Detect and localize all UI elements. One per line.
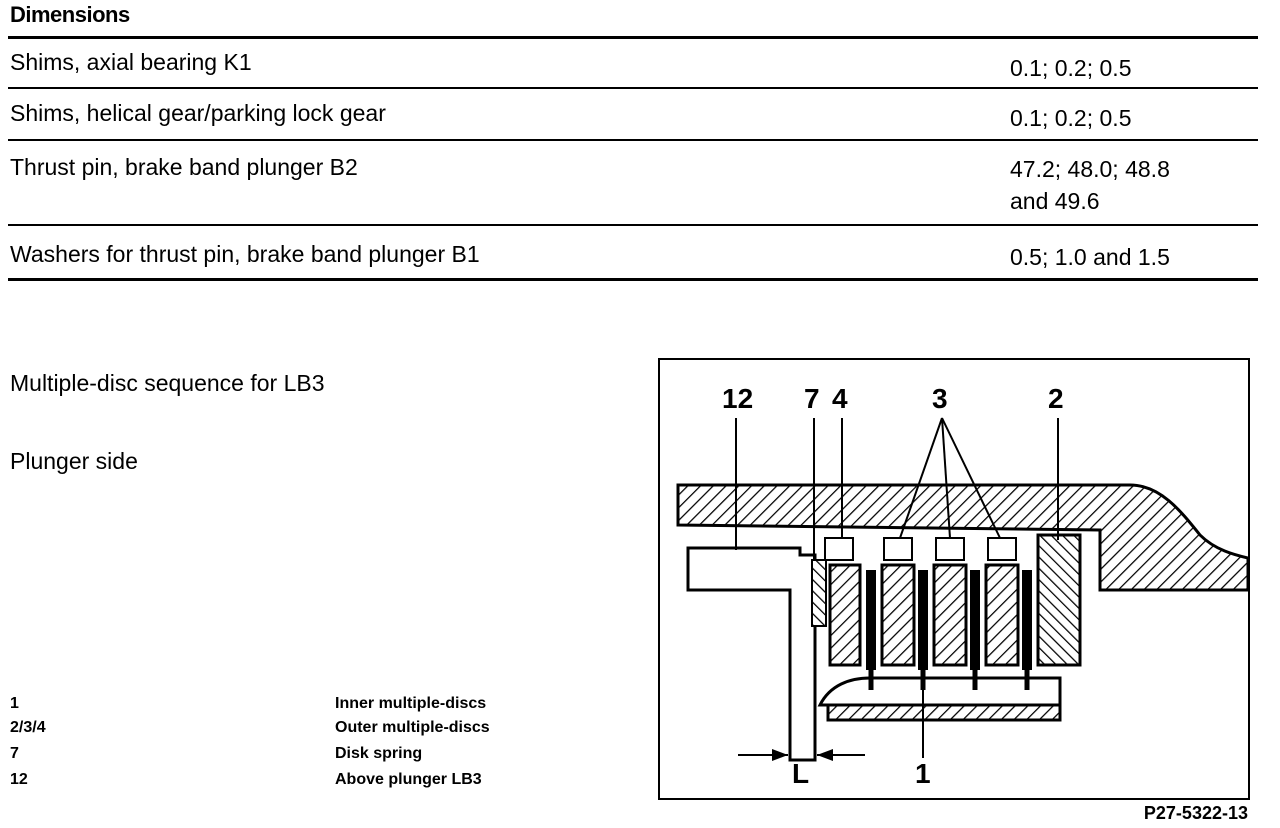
legend-key: 2/3/4 [10,719,46,736]
inner-carrier-hatch [826,703,1062,722]
outer-disc-4 [828,563,862,667]
inner-carrier [817,676,1062,707]
dimension-label: L [792,758,809,789]
disk-spring [811,559,827,627]
legend-label: Disk spring [335,745,423,762]
callout-7: 7 [804,383,820,414]
table-rule [8,139,1258,141]
arrow-left-icon [817,749,833,761]
outer-disc-3c [984,563,1020,667]
disc-pack-diagram: 12 7 4 3 2 1 L [676,383,1250,789]
row-item: Shims, axial bearing K1 [10,49,252,75]
outer-disc-2 [1036,533,1082,667]
legend-label: Inner multiple-discs [335,695,487,712]
row-item: Thrust pin, brake band plunger B2 [10,154,358,180]
disc-tab [824,537,854,561]
row-value: 0.5; 1.0 and 1.5 [1010,244,1170,270]
table-rule [8,36,1258,39]
callout-12: 12 [722,383,753,414]
callout-1: 1 [915,758,931,789]
inner-disc [866,570,876,670]
table-rule [8,87,1258,89]
leader-line [941,417,1001,539]
outer-disc-3b [932,563,968,667]
legend-key: 12 [10,771,28,788]
inner-disc [1022,570,1032,670]
row-item: Shims, helical gear/parking lock gear [10,100,386,126]
leader-line [899,417,943,539]
row-value: 47.2; 48.0; 48.8 [1010,156,1170,182]
callout-3: 3 [932,383,948,414]
dimensions-title: Dimensions [10,2,130,27]
row-item: Washers for thrust pin, brake band plung… [10,241,480,267]
arrow-right-icon [772,749,788,761]
table-rule [8,224,1258,226]
row-value: 0.1; 0.2; 0.5 [1010,55,1132,81]
disc-tab [883,537,913,561]
callout-4: 4 [832,383,848,414]
plunger-side-label: Plunger side [10,448,138,474]
table-rule [8,278,1258,281]
inner-disc [918,570,928,670]
row-value-continued: and 49.6 [1010,188,1100,214]
legend-label: Outer multiple-discs [335,719,490,736]
outer-disc-3a [880,563,916,667]
legend-key: 1 [10,695,19,712]
legend-key: 7 [10,745,19,762]
legend-label: Above plunger LB3 [335,771,482,788]
row-value: 0.1; 0.2; 0.5 [1010,105,1132,131]
disc-tab [935,537,965,561]
figure-caption: Multiple-disc sequence for LB3 [10,370,325,396]
plunger [686,546,817,762]
figure-frame: 12 7 4 3 2 1 L [658,358,1250,800]
callout-2: 2 [1048,383,1064,414]
leader-line [941,417,951,539]
disc-tab [987,537,1017,561]
inner-disc [970,570,980,670]
figure-code: P27-5322-13 [1143,803,1248,823]
